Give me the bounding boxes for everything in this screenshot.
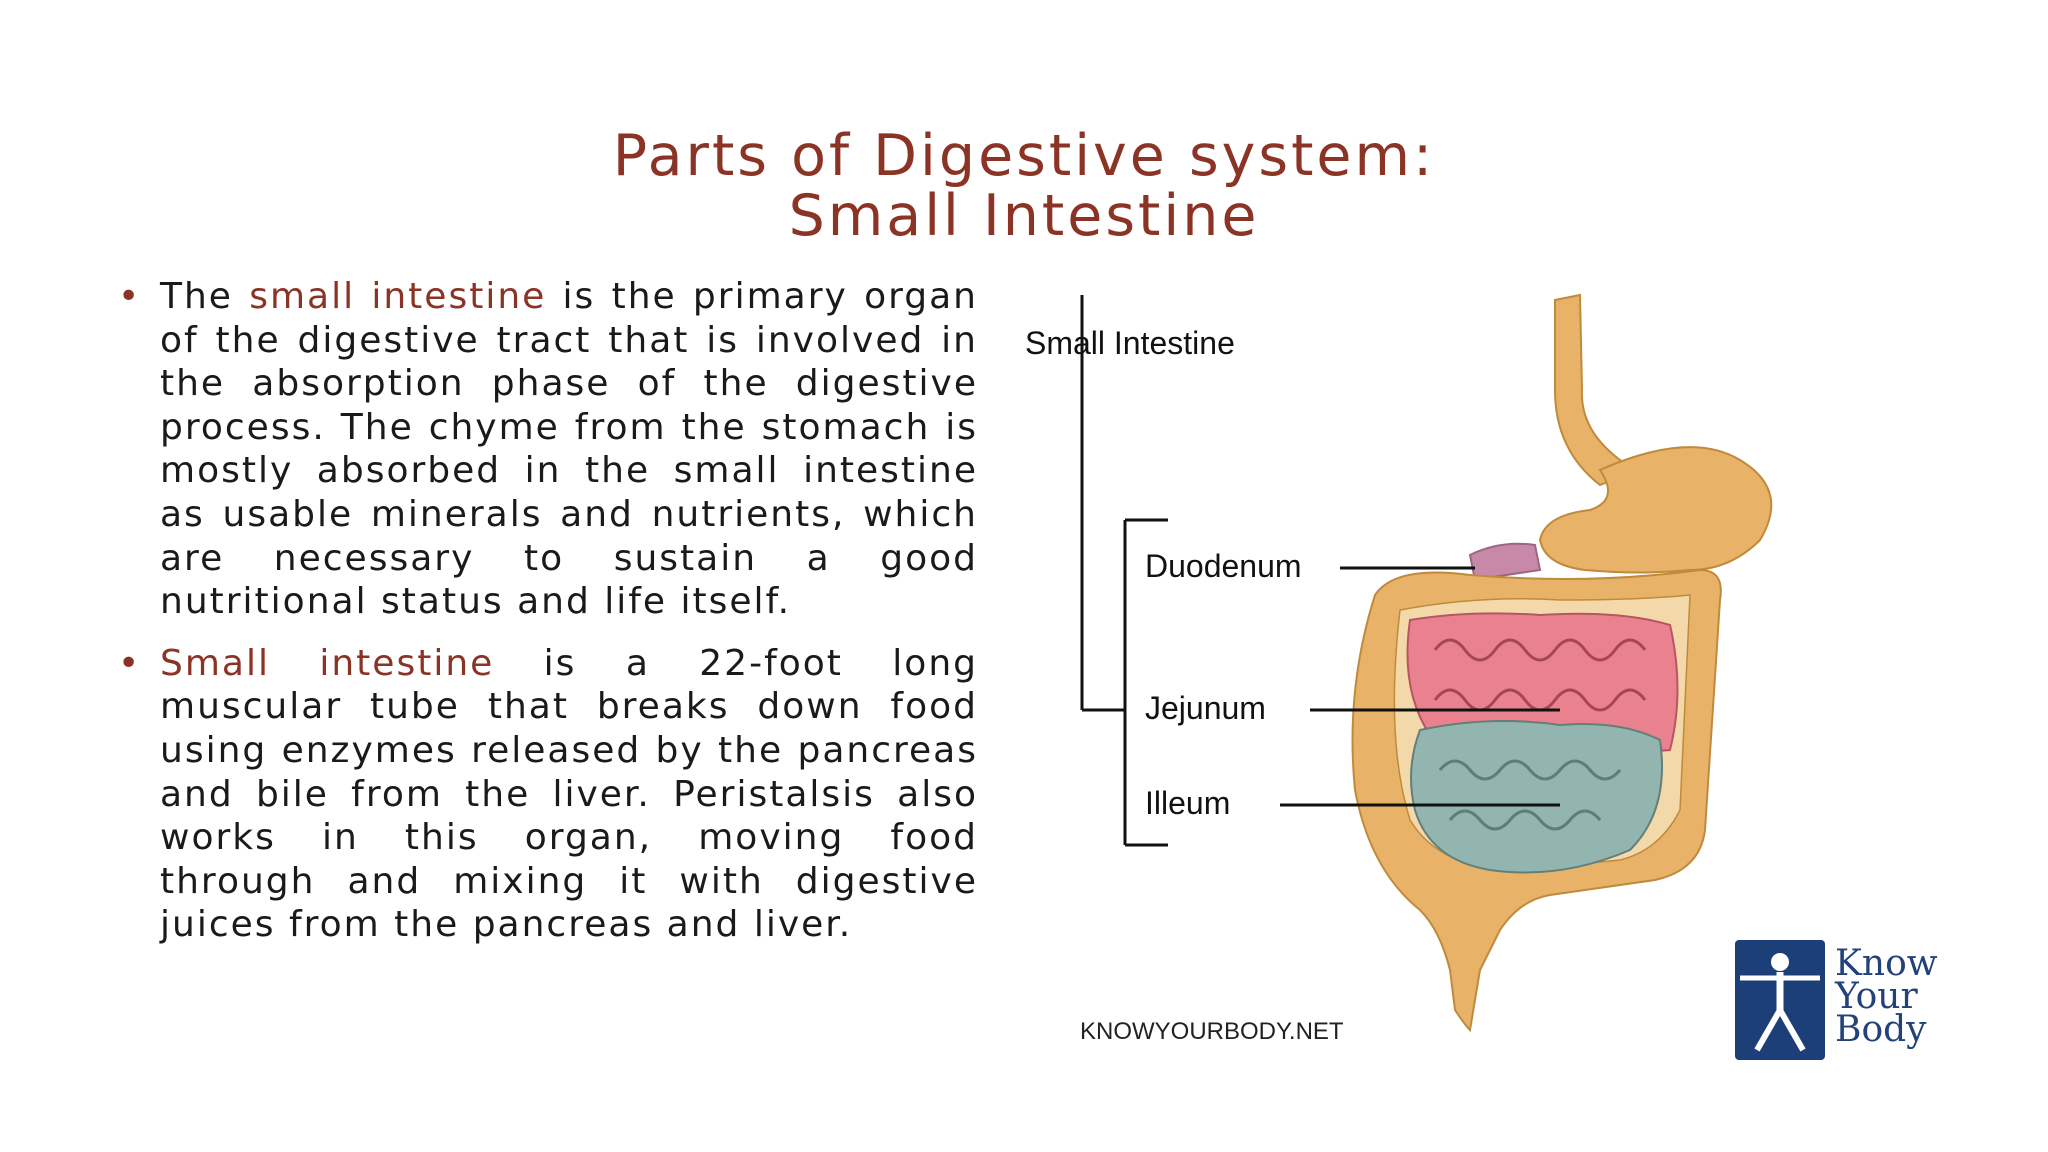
digestive-illustration bbox=[1080, 293, 1773, 1033]
bullet-dot-icon: • bbox=[118, 642, 142, 684]
bullet-1-highlight: small intestine bbox=[249, 276, 547, 317]
logo-word-your: Your bbox=[1835, 976, 1918, 1017]
bullet-2-text: is a 22-foot long muscular tube that bre… bbox=[160, 642, 978, 946]
slide-title-line-2: Small Intestine bbox=[788, 183, 1260, 249]
human-figure-icon bbox=[1740, 953, 1820, 1052]
slide-title-line-1: Parts of Digestive system: bbox=[612, 123, 1436, 189]
ileum-label: Illeum bbox=[1145, 785, 1231, 821]
know-your-body-logo: Know Your Body bbox=[1735, 935, 1985, 1060]
esophagus-shape bbox=[1554, 293, 1643, 487]
bullet-item-2: • Small intestine is a 22-foot long musc… bbox=[118, 642, 978, 947]
ileum-shape bbox=[1410, 720, 1663, 874]
bullet-2-highlight: Small intestine bbox=[160, 642, 495, 684]
diagram-heading: Small Intestine bbox=[1025, 325, 1235, 361]
bullet-1-prefix: The bbox=[160, 276, 250, 317]
logo-word-body: Body bbox=[1835, 1009, 1927, 1050]
ileum-folds bbox=[1438, 759, 1622, 781]
source-credit: KNOWYOURBODY.NET bbox=[1080, 1018, 1344, 1045]
bullet-list: • The small intestine is the primary org… bbox=[118, 275, 978, 965]
jejunum-folds bbox=[1433, 638, 1647, 662]
bullet-dot-icon: • bbox=[118, 276, 142, 317]
duodenum-shape bbox=[1468, 542, 1542, 582]
duodenum-label: Duodenum bbox=[1145, 548, 1302, 584]
logo-emblem bbox=[1735, 940, 1825, 1060]
bullet-1-text: is the primary organ of the digestive tr… bbox=[160, 276, 978, 623]
jejunum-label: Jejunum bbox=[1145, 690, 1266, 726]
logo-word-know: Know bbox=[1835, 943, 1938, 984]
bullet-item-1: • The small intestine is the primary org… bbox=[118, 275, 978, 624]
ileum-folds-2 bbox=[1448, 809, 1602, 831]
digestive-diagram: Small Intestine Duodenum Jejunum Illeum bbox=[1000, 270, 2000, 1070]
stomach-shape bbox=[1538, 446, 1773, 574]
